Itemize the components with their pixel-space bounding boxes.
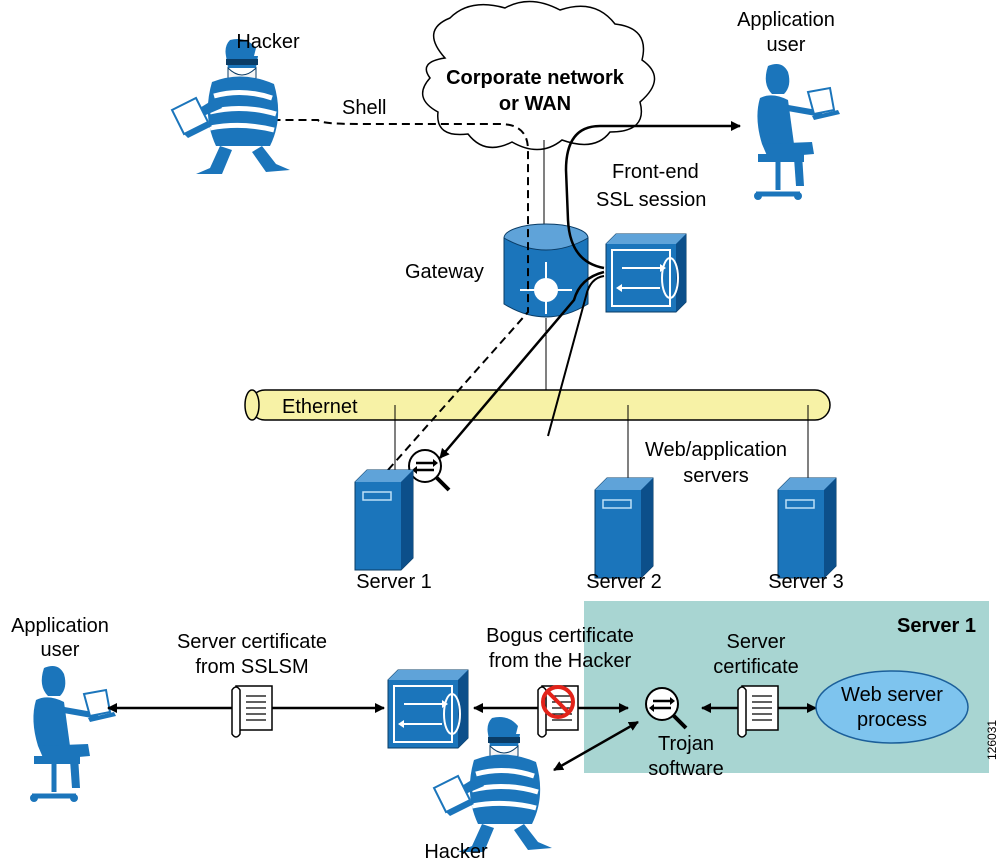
web-process-line2: process [857, 709, 927, 731]
hacker-bottom-label: Hacker [424, 841, 488, 863]
user-icon [30, 666, 116, 802]
bogus-cert-line1: Bogus certificate [486, 625, 634, 647]
router-icon [503, 223, 589, 318]
web-servers-label-line1: Web/application [645, 439, 787, 461]
cloud-label-line1: Corporate network [446, 67, 625, 89]
web-server-process [815, 670, 969, 744]
web-process-line1: Web server [841, 684, 943, 706]
user-icon [754, 64, 840, 200]
hacker-top-label: Hacker [236, 31, 300, 53]
bogus-cert-line2: from the Hacker [489, 650, 632, 672]
cloud-label-line2: or WAN [499, 93, 571, 115]
trojan-label-line2: software [648, 758, 724, 780]
cloud-icon [421, 0, 656, 151]
figure-id: 126031 [985, 720, 999, 760]
frontend-label-line2: SSL session [596, 189, 706, 211]
trojan-label-line1: Trojan [658, 733, 714, 755]
server3-label: Server 3 [768, 571, 844, 593]
server1-label: Server 1 [356, 571, 432, 593]
server-cert-line2: certificate [713, 656, 799, 678]
web-servers-label-line2: servers [683, 465, 749, 487]
shell-label: Shell [342, 97, 386, 119]
app-user-top-line2: user [767, 34, 806, 56]
no-entry-icon [541, 685, 575, 719]
server1-zone-label: Server 1 [897, 615, 976, 637]
shell-path [231, 115, 529, 471]
server-icon [594, 477, 654, 579]
certificate-icon [737, 685, 779, 738]
server-icon [777, 477, 837, 579]
certificate-icon [231, 685, 273, 738]
frontend-label-line1: Front-end [612, 161, 699, 183]
ssl-module-icon [605, 233, 687, 313]
server2-label: Server 2 [586, 571, 662, 593]
app-user-top-line1: Application [737, 9, 835, 31]
hacker-trojan-arrow [553, 720, 639, 772]
gateway-label: Gateway [405, 261, 484, 283]
app-user-bottom-line1: Application [11, 615, 109, 637]
app-user-bottom-line2: user [41, 639, 80, 661]
hacker-icon [172, 39, 290, 174]
backend-path [439, 270, 605, 459]
server-cert-line1: Server [727, 631, 786, 653]
sslsm-cert-line1: Server certificate [177, 631, 327, 653]
frontend-ssl-path [564, 121, 741, 270]
ssl-module-icon [387, 669, 469, 749]
sslsm-cert-line2: from SSLSM [195, 656, 308, 678]
ethernet-label: Ethernet [282, 396, 358, 418]
server-icon [354, 469, 414, 571]
